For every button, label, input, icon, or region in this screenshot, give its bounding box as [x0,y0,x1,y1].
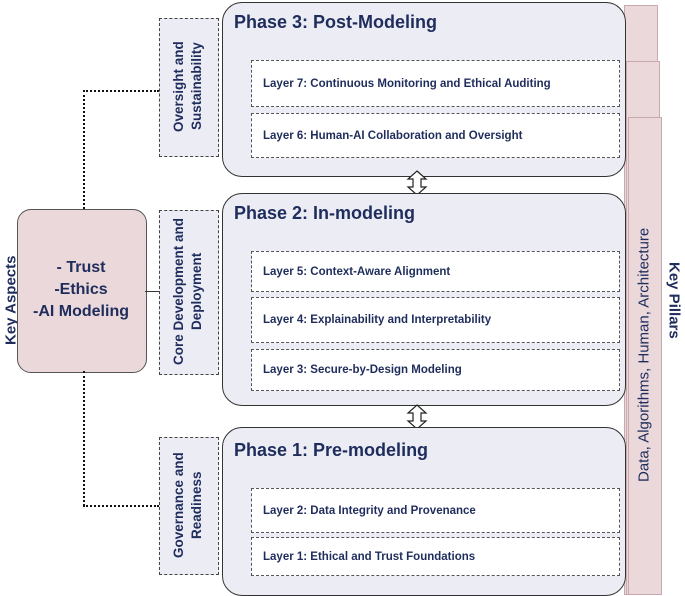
category-core: Core Development and Deployment [171,217,204,366]
connector-top-horizontal [83,90,159,92]
aspect-ai-modeling: -AI Modeling [33,303,129,320]
aspect-trust: - Trust [56,259,106,276]
aspect-ethics: -Ethics [54,281,108,298]
phase-2-title: Phase 2: In-modeling [234,203,416,223]
key-aspects-box [17,209,147,373]
category-box-governance [159,437,219,575]
layer-3: Layer 3: Secure-by-Design Modeling [251,349,620,391]
category-box-core [159,210,219,375]
pillars-text: Data, Algorithms, Human, Architecture [635,227,653,483]
category-governance: Governance and Readiness [171,452,204,558]
category-box-oversight [159,18,219,157]
phase-3-title: Phase 3: Post-Modeling [234,12,438,32]
layer-4: Layer 4: Explainability and Interpretabi… [251,297,620,343]
layer-1: Layer 1: Ethical and Trust Foundations [251,537,620,576]
pillar-bar-front [628,117,662,595]
key-aspects-list: - Trust -Ethics -AI Modeling [17,209,145,371]
connector-bottom-horizontal [83,505,159,507]
phase-1-title: Phase 1: Pre-modeling [234,440,429,460]
key-pillars-label: Key Pillars [665,261,683,339]
connector-middle [145,291,159,292]
layer-7: Layer 7: Continuous Monitoring and Ethic… [251,60,620,107]
layer-6: Layer 6: Human-AI Collaboration and Over… [251,113,620,158]
layer-5: Layer 5: Context-Aware Alignment [251,251,620,292]
connector-bottom-vertical [83,371,85,506]
connector-top-vertical [83,90,85,209]
category-oversight: Oversight and Sustainability [171,41,204,132]
layer-2: Layer 2: Data Integrity and Provenance [251,488,620,533]
